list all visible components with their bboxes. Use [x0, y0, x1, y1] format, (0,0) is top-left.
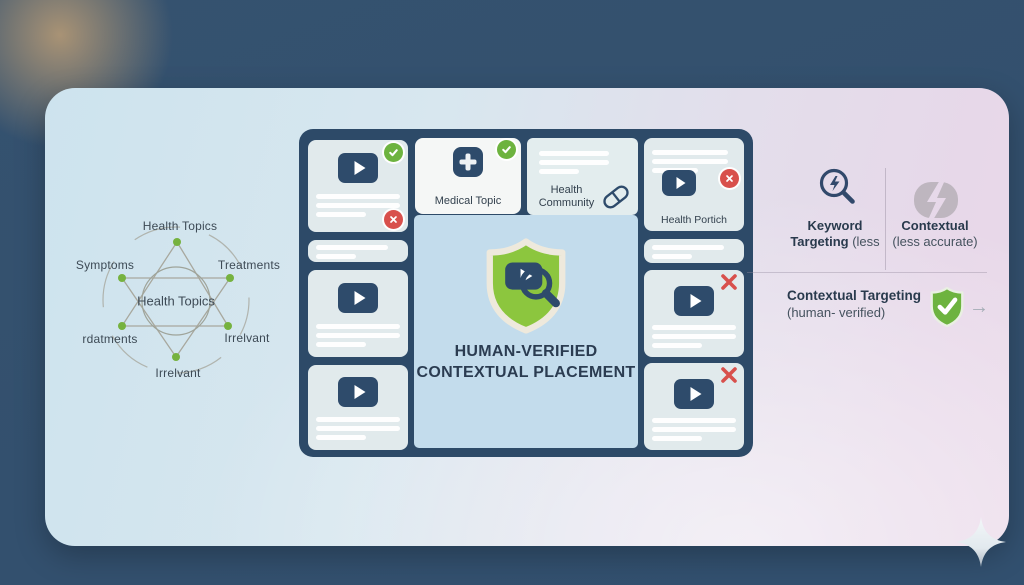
- text-line: [652, 334, 736, 339]
- video-card-rejected: [644, 270, 744, 357]
- text-line: [652, 427, 736, 432]
- medical-cross-icon: [453, 147, 483, 177]
- text-lines: [308, 324, 408, 347]
- content-grid-panel: Medical Topic Health Community: [299, 129, 753, 457]
- check-circle-icon: [497, 140, 516, 159]
- keyword-label-line2-rest: (less: [848, 233, 880, 249]
- panel-title-line1: HUMAN-VERIFIED: [454, 343, 598, 360]
- text-lines: [527, 138, 638, 174]
- verified-shield-icon: [930, 286, 964, 328]
- text-line: [316, 435, 367, 440]
- keyword-targeting-label: Keyword Targeting (less: [755, 218, 915, 250]
- x-mark-icon: [721, 367, 737, 383]
- text-line: [652, 254, 693, 259]
- text-line: [652, 343, 703, 348]
- topic-network-diagram: Health Topics Symptoms Treatments rdatme…: [45, 88, 345, 418]
- network-node-label-lower-left: rdatments: [82, 332, 138, 346]
- panel-title: HUMAN-VERIFIED CONTEXTUAL PLACEMENT: [414, 342, 638, 384]
- text-strip-card: [644, 239, 744, 263]
- legend-divider-horizontal: [747, 272, 987, 273]
- shield-magnifier-icon: [486, 238, 566, 334]
- x-circle-icon: [720, 169, 739, 188]
- play-icon: [674, 286, 714, 316]
- keyword-search-icon: [819, 168, 855, 204]
- health-community-card: Health Community: [527, 138, 638, 215]
- text-line: [316, 324, 400, 329]
- text-line: [652, 325, 736, 330]
- pill-icon: [602, 185, 629, 209]
- network-node-label-right: Treatments: [217, 258, 281, 272]
- health-portich-label: Health Portich: [661, 214, 727, 226]
- text-lines: [644, 138, 744, 173]
- text-lines: [308, 417, 408, 440]
- text-line: [316, 245, 389, 250]
- text-line: [652, 150, 728, 155]
- text-lines: [644, 239, 744, 259]
- human-verified-panel: HUMAN-VERIFIED CONTEXTUAL PLACEMENT: [414, 215, 638, 448]
- health-community-label: Health Community: [538, 184, 595, 209]
- check-circle-icon: [384, 143, 403, 162]
- sparkle-icon: [956, 517, 1006, 567]
- text-line: [316, 194, 400, 199]
- text-line: [316, 426, 400, 431]
- network-node-label-lower-right: Irrelvant: [224, 331, 270, 345]
- text-line: [652, 436, 703, 441]
- text-line: [652, 159, 728, 164]
- main-card: Health Topics Symptoms Treatments rdatme…: [45, 88, 1009, 546]
- text-line: [316, 203, 400, 208]
- text-lines: [308, 194, 408, 217]
- text-line: [316, 254, 357, 259]
- text-line: [316, 212, 367, 217]
- video-card: [308, 365, 408, 450]
- health-portich-card: Health Portich: [644, 138, 744, 231]
- contextual-label-line2: (less accurate): [892, 233, 978, 249]
- panel-title-line2: CONTEXTUAL PLACEMENT: [416, 363, 636, 381]
- contextual-targeting-verified-label: Contextual Targeting (human- verified): [787, 288, 955, 321]
- verified-label-line2: (human- verified): [787, 304, 886, 320]
- keyword-label-line2-bold: Targeting: [790, 233, 849, 249]
- text-line: [539, 169, 580, 174]
- x-mark-icon: [721, 274, 737, 290]
- network-center-label: Health Topics: [137, 293, 215, 309]
- network-node-label-top: Health Topics: [142, 219, 218, 233]
- arrow-right-icon: →: [969, 296, 989, 318]
- contextual-label: Contextual (less accurate): [871, 218, 999, 250]
- network-graph: [102, 226, 250, 374]
- play-icon: [338, 377, 378, 407]
- video-card-rejected: [644, 363, 744, 450]
- keyword-label-line1: Keyword: [807, 218, 863, 233]
- medical-topic-label: Medical Topic: [434, 195, 502, 207]
- text-line: [539, 160, 609, 165]
- text-line: [316, 333, 400, 338]
- verified-label-line1: Contextual Targeting: [787, 288, 922, 303]
- video-card: [308, 270, 408, 357]
- targeting-legend: Keyword Targeting (less Contextual (less…: [745, 158, 1009, 358]
- text-line: [316, 342, 367, 347]
- x-circle-icon: [384, 210, 403, 229]
- network-node-label-left: Symptoms: [75, 258, 135, 272]
- text-strip-card: [308, 240, 408, 262]
- text-line: [652, 245, 725, 250]
- contextual-label-line1: Contextual: [901, 218, 969, 233]
- text-lines: [308, 240, 408, 259]
- video-card-approved-rejected: [308, 140, 408, 232]
- legend-divider-vertical: [885, 168, 886, 270]
- text-line: [316, 417, 400, 422]
- medical-topic-card: Medical Topic: [415, 138, 521, 214]
- text-line: [652, 418, 736, 423]
- play-icon: [338, 153, 378, 183]
- play-icon: [662, 170, 696, 196]
- text-lines: [644, 418, 744, 441]
- text-lines: [644, 325, 744, 348]
- text-line: [539, 151, 609, 156]
- network-node-label-bottom: Irrelvant: [155, 366, 201, 380]
- play-icon: [674, 379, 714, 409]
- broken-contextual-icon: [914, 182, 958, 218]
- play-icon: [338, 283, 378, 313]
